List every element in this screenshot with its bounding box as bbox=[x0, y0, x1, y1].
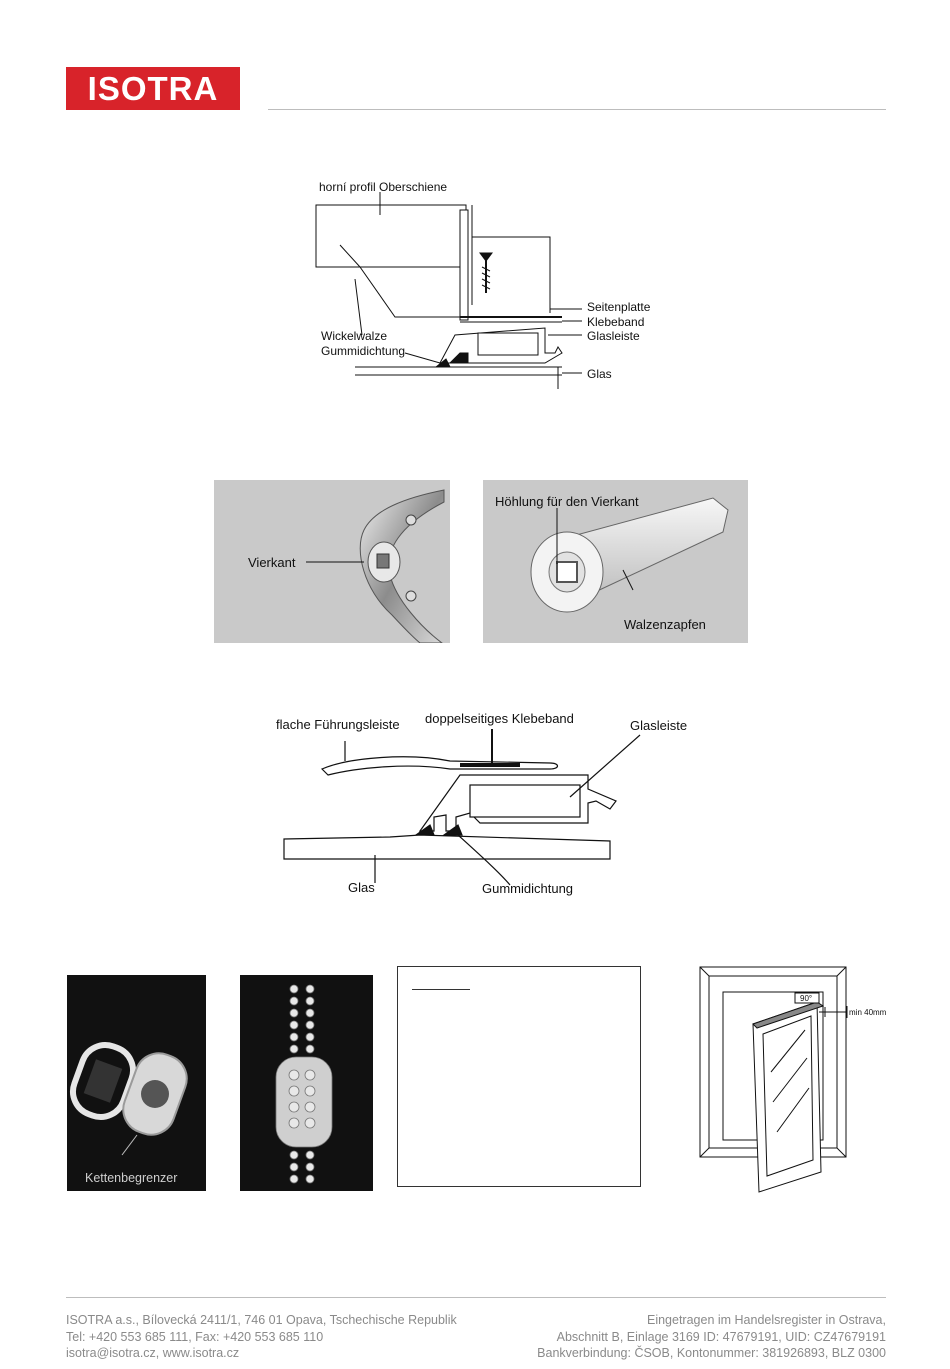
label-flat-guide: flache Führungsleiste bbox=[276, 717, 400, 732]
label-square-hole: Höhlung für den Vierkant bbox=[495, 494, 639, 509]
label-seal-mid: Gummidichtung bbox=[482, 881, 573, 896]
notes-underline bbox=[412, 989, 470, 990]
label-glass-mid: Glas bbox=[348, 880, 375, 895]
footer-registration-info: Eingetragen im Handelsregister in Ostrav… bbox=[537, 1312, 886, 1362]
footer-phone: Tel: +420 553 685 111, Fax: +420 553 685… bbox=[66, 1329, 324, 1344]
square-drive-photo: Vierkant bbox=[214, 480, 450, 643]
label-roller-pin: Walzenzapfen bbox=[624, 617, 706, 632]
label-glass: Glas bbox=[587, 367, 612, 381]
roller-pin-illustration: Höhlung für den Vierkant Walzenzapfen bbox=[495, 494, 729, 632]
chain-stop-photo: Kettenbegrenzer bbox=[67, 975, 206, 1191]
window-installation-diagram: 90° min 40mm bbox=[699, 966, 887, 1193]
label-side-plate: Seitenplatte bbox=[587, 300, 651, 314]
footer-bank: Bankverbindung: ČSOB, Kontonummer: 38192… bbox=[537, 1346, 886, 1360]
label-chain-stop: Kettenbegrenzer bbox=[85, 1171, 178, 1185]
footer-divider bbox=[66, 1297, 886, 1298]
roller-pin-photo: Höhlung für den Vierkant Walzenzapfen bbox=[483, 480, 748, 643]
notes-box bbox=[397, 966, 641, 1187]
label-glass-strip-mid: Glasleiste bbox=[630, 718, 687, 733]
footer-ids: Abschnitt B, Einlage 3169 ID: 47679191, … bbox=[556, 1329, 886, 1344]
chain-stop-illustration bbox=[70, 1042, 188, 1156]
square-drive-illustration: Vierkant bbox=[248, 489, 445, 643]
footer-contact[interactable]: isotra@isotra.cz, www.isotra.cz bbox=[66, 1346, 240, 1360]
footer-company-info: ISOTRA a.s., Bílovecká 2411/1, 746 01 Op… bbox=[66, 1312, 457, 1362]
label-angle: 90° bbox=[800, 994, 812, 1003]
label-square-drive: Vierkant bbox=[248, 555, 296, 570]
chain-photo bbox=[240, 975, 373, 1191]
label-rail: horní profil Oberschiene bbox=[319, 180, 447, 194]
label-seal: Gummidichtung bbox=[321, 344, 405, 358]
label-tape: Klebeband bbox=[587, 315, 644, 329]
ball-chain-illustration bbox=[275, 984, 333, 1184]
header-divider bbox=[268, 109, 886, 110]
isotra-logo[interactable]: ISOTRA bbox=[66, 67, 240, 110]
label-glass-strip: Glasleiste bbox=[587, 329, 640, 343]
glass-strip-diagram: flache Führungsleiste doppelseitiges Kle… bbox=[276, 711, 687, 896]
label-min-distance: min 40mm bbox=[849, 1008, 887, 1017]
label-double-tape: doppelseitiges Klebeband bbox=[425, 711, 574, 726]
footer-address: ISOTRA a.s., Bílovecká 2411/1, 746 01 Op… bbox=[66, 1313, 457, 1327]
footer-register: Eingetragen im Handelsregister in Ostrav… bbox=[646, 1313, 886, 1327]
label-roller: Wickelwalze bbox=[321, 329, 387, 343]
rail-mounting-diagram: horní profil Oberschiene Wickelwalze Gum… bbox=[315, 180, 651, 389]
